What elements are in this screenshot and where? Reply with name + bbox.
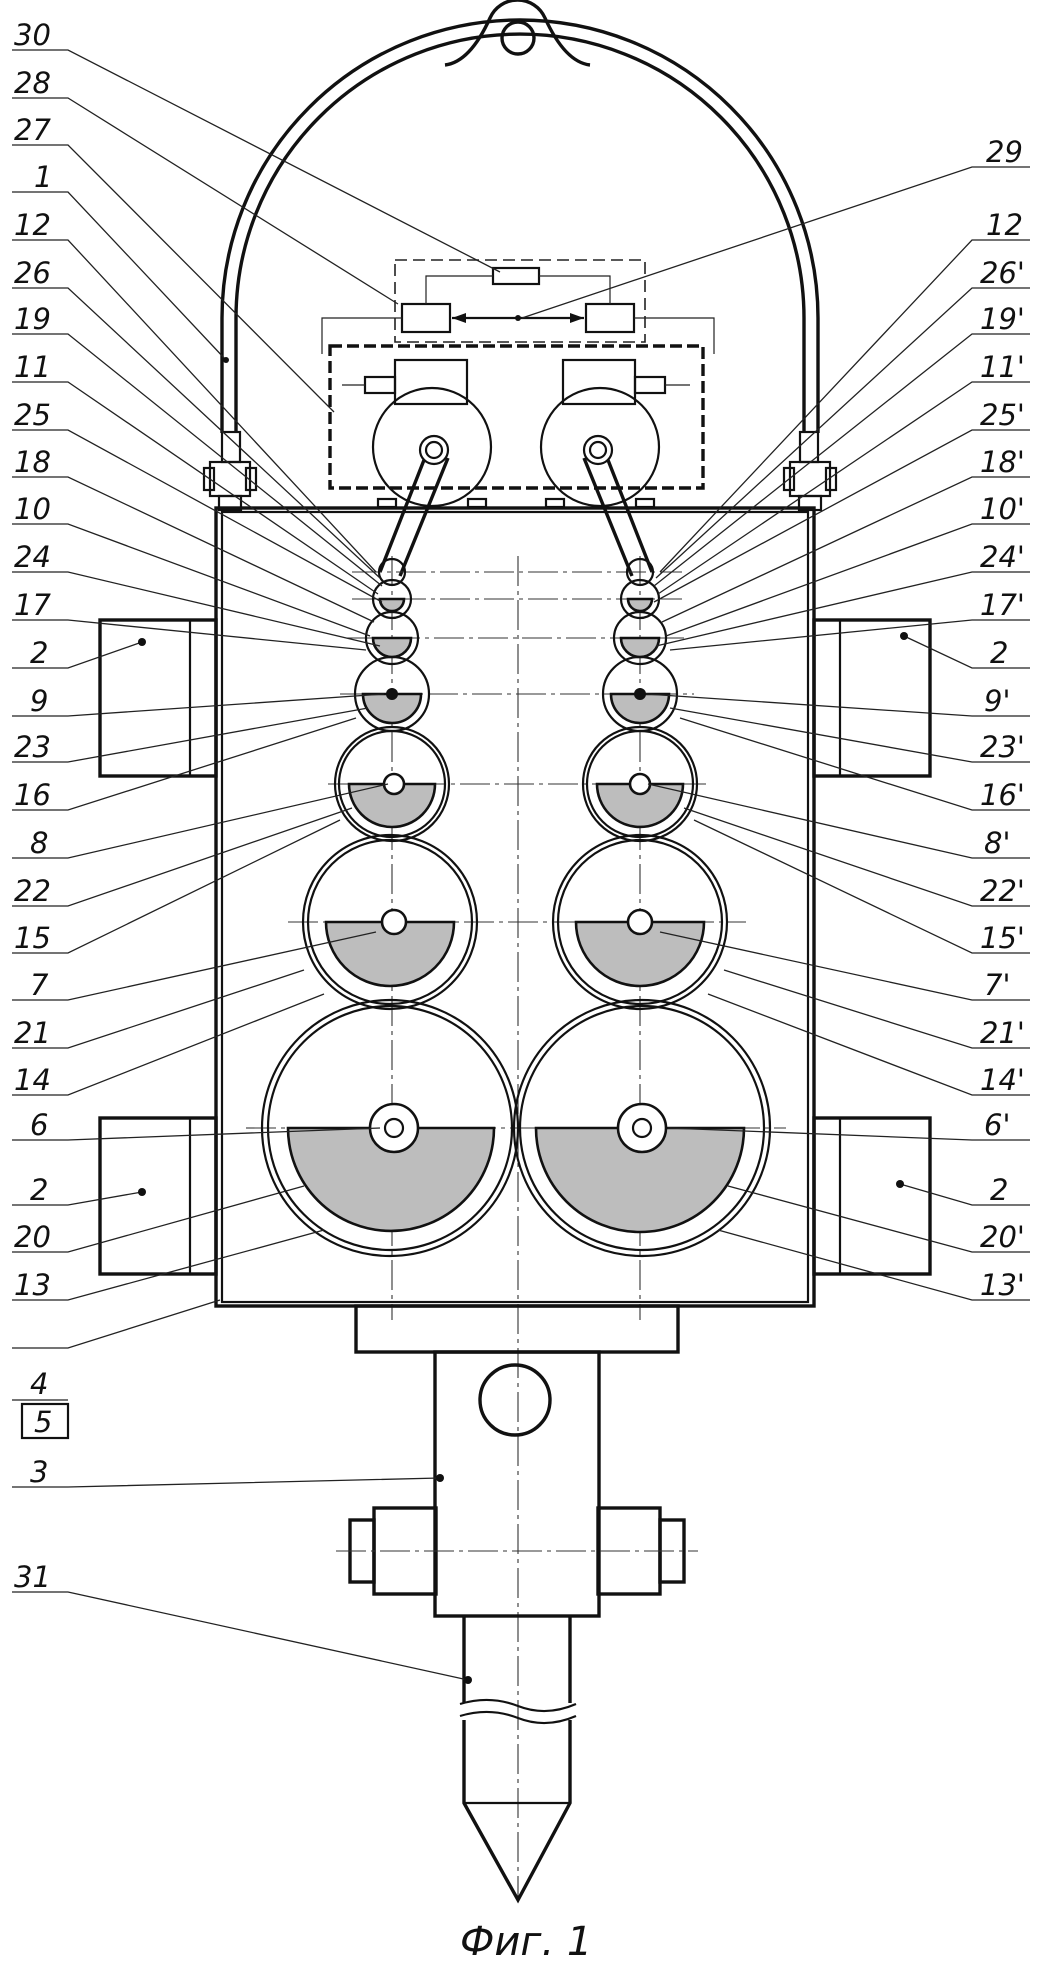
label-29: 29 [986, 135, 1023, 169]
label-16p: 16' [980, 778, 1025, 812]
label-2a: 2 [30, 636, 48, 670]
label-9p: 9' [984, 684, 1010, 718]
brackets [204, 432, 836, 510]
label-26: 26 [14, 256, 51, 290]
label-1: 1 [34, 160, 52, 194]
label-4: 4 [30, 1367, 48, 1401]
label-16: 16 [14, 778, 51, 812]
label-25: 25 [14, 398, 51, 432]
label-11: 11 [14, 350, 51, 384]
drive-belts [380, 458, 652, 576]
marker-dots [138, 357, 908, 1684]
label-18p: 18' [980, 445, 1025, 479]
lower-assembly [336, 1306, 698, 1900]
label-13p: 13' [980, 1268, 1025, 1302]
center-lines [246, 556, 786, 1900]
control-unit [322, 260, 714, 354]
lifting-eye-icon [502, 22, 534, 54]
label-26p: 26' [980, 256, 1025, 290]
block-28 [402, 304, 450, 332]
labels-right: 29 12 26' 19' 11' 25' 18' 10' 24' 17' 2 … [980, 135, 1025, 1302]
label-28: 28 [14, 66, 51, 100]
label-24: 24 [14, 540, 51, 574]
label-19: 19 [14, 302, 51, 336]
side-masses [100, 620, 930, 1274]
label-15p: 15' [980, 921, 1025, 955]
label-12: 12 [14, 208, 51, 242]
label-20p: 20' [980, 1220, 1025, 1254]
label-14: 14 [14, 1063, 51, 1097]
label-23p: 23' [980, 730, 1025, 764]
motor-housing [330, 346, 703, 507]
block-29 [586, 304, 634, 332]
labels-left: 30 28 27 1 12 26 19 11 25 18 10 24 17 2 … [14, 18, 52, 1594]
label-17p: 17' [980, 588, 1025, 622]
eccentric-train-left [262, 559, 518, 1256]
label-10: 10 [14, 492, 51, 526]
label-5: 5 [34, 1405, 52, 1439]
label-30: 30 [14, 18, 51, 52]
label-18: 18 [14, 445, 51, 479]
label-2d: 2 [990, 1173, 1008, 1207]
label-20: 20 [14, 1220, 51, 1254]
label-17: 17 [14, 588, 51, 622]
label-6p: 6' [984, 1108, 1010, 1142]
label-22: 22 [14, 874, 51, 908]
label-24p: 24' [980, 540, 1025, 574]
label-21: 21 [14, 1016, 51, 1050]
label-14p: 14' [980, 1063, 1025, 1097]
label-7p: 7' [984, 968, 1010, 1002]
label-6: 6 [30, 1108, 48, 1142]
block-30 [493, 268, 539, 284]
label-19p: 19' [980, 302, 1025, 336]
leader-lines-left [12, 50, 500, 1680]
label-7: 7 [30, 968, 49, 1002]
label-21p: 21' [980, 1016, 1025, 1050]
label-2b: 2 [30, 1173, 48, 1207]
label-15: 15 [14, 921, 51, 955]
label-23: 23 [14, 730, 51, 764]
label-11p: 11' [980, 350, 1025, 384]
arch-frame [222, 0, 818, 433]
label-25p: 25' [980, 398, 1025, 432]
label-10p: 10' [980, 492, 1025, 526]
label-31: 31 [14, 1560, 51, 1594]
figure-caption: Фиг. 1 [460, 1919, 592, 1965]
label-3: 3 [30, 1455, 48, 1489]
label-2c: 2 [990, 636, 1008, 670]
label-12r: 12 [986, 208, 1023, 242]
label-13: 13 [14, 1268, 51, 1302]
label-22p: 22' [980, 874, 1025, 908]
eccentric-train-right [514, 559, 770, 1256]
label-8: 8 [30, 826, 48, 860]
label-8p: 8' [984, 826, 1010, 860]
label-27: 27 [14, 113, 51, 147]
label-9: 9 [30, 684, 48, 718]
